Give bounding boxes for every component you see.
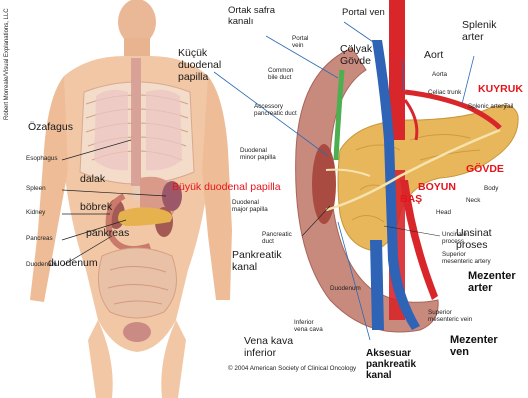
label-common-bile-duct-en: Common bile duct	[268, 68, 294, 82]
label-ivc-en: Inferior vena cava	[294, 320, 323, 334]
label-aort: Aort	[424, 50, 443, 62]
label-smv-en: Superior mesenteric vein	[428, 310, 472, 324]
label-bobrek: böbrek	[80, 202, 112, 214]
label-ozafagus: Özafagus	[28, 122, 73, 134]
label-sma-en: Superior mesenteric artery	[442, 252, 491, 266]
label-kuyruk: KUYRUK	[478, 84, 523, 96]
label-uncinate-en: Uncinate process	[442, 232, 467, 246]
label-kidney: Kidney	[26, 210, 45, 217]
label-duodenum-en: Duodenum	[330, 286, 361, 293]
label-head-en: Head	[436, 210, 451, 217]
label-pankreas: pankreas	[86, 228, 129, 240]
label-pancreatic-duct-en: Pancreatic duct	[262, 232, 292, 246]
label-major-papilla-en: Duodenal major papilla	[232, 200, 268, 214]
label-aorta-en: Aorta	[432, 72, 447, 79]
label-pancreas: Pancreas	[26, 236, 53, 243]
label-spleen: Spleen	[26, 186, 46, 193]
label-bas: BAŞ	[400, 194, 422, 206]
label-esophagus: Esophagus	[26, 156, 58, 163]
label-buyuk-papilla: Büyük duodenal papilla	[172, 182, 281, 194]
label-accessory-duct-en: Accessory pancreatic duct	[254, 104, 297, 118]
label-minor-papilla-en: Duodenal minor papilla	[240, 148, 276, 162]
label-boyun: BOYUN	[418, 182, 456, 194]
label-dalak: dalak	[80, 174, 105, 186]
credit-text: Robert Morreale/Visual Explanations, LLC	[4, 8, 10, 120]
label-govde: GÖVDE	[466, 164, 504, 176]
label-mezenter-arter: Mezenter arter	[468, 270, 516, 295]
label-tail-en: Tail	[504, 104, 513, 111]
label-mezenter-ven: Mezenter ven	[450, 334, 498, 359]
label-splenic-artery-en: Splenic artery	[468, 104, 507, 111]
label-portal-ven: Portal ven	[342, 8, 385, 19]
label-colyak: Çölyak Gövde	[340, 44, 372, 68]
label-ortak-safra: Ortak safra kanalı	[228, 6, 275, 27]
label-portal-vein-en: Portal vein	[292, 36, 308, 50]
label-duodenum-tr: duodenum	[48, 258, 98, 270]
label-celiac-trunk-en: Celiac trunk	[428, 90, 461, 97]
label-neck-en: Neck	[466, 198, 480, 205]
label-vena-kava: Vena kava inferior	[244, 336, 293, 360]
copyright-text: © 2004 American Society of Clinical Onco…	[228, 366, 356, 373]
label-splenik-arter: Splenik arter	[462, 20, 496, 44]
label-aksesuar: Aksesuar pankreatik kanal	[366, 348, 416, 382]
label-body-en: Body	[484, 186, 498, 193]
label-pankreatik-kanal: Pankreatik kanal	[232, 250, 282, 274]
label-kucuk-papilla: Küçük duodenal papilla	[178, 48, 221, 83]
